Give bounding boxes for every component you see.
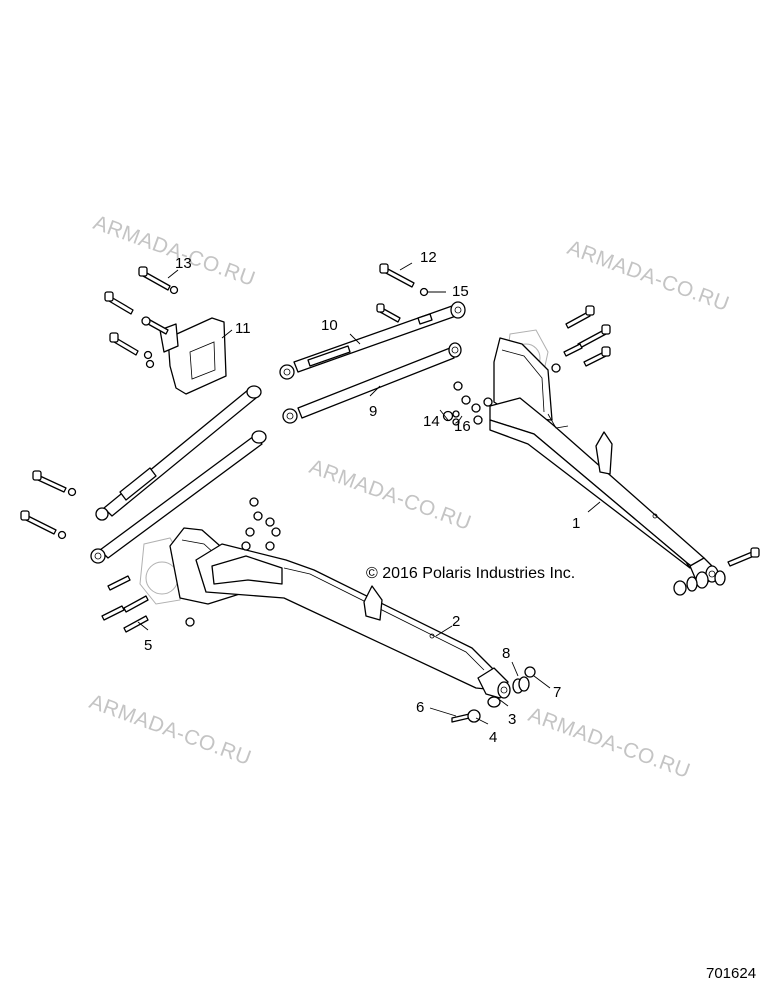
callout-8: 8 xyxy=(502,645,510,662)
callout-9: 9 xyxy=(369,403,377,420)
copyright-notice: © 2016 Polaris Industries Inc. xyxy=(366,565,575,582)
trailing-arm-1 xyxy=(442,305,760,596)
document-number: 701624 xyxy=(706,965,756,982)
leader-lines xyxy=(137,262,601,725)
link-rod-10 xyxy=(279,301,466,380)
callout-7: 7 xyxy=(553,684,561,701)
callout-11: 11 xyxy=(235,320,251,337)
upper-bolt-12 xyxy=(376,263,429,323)
long-rods xyxy=(20,385,267,564)
callout-15: 15 xyxy=(452,283,469,300)
watermark-bottom-left: ARMADA-CO.RU xyxy=(86,690,254,770)
callout-3: 3 xyxy=(508,711,516,728)
watermark-top-right: ARMADA-CO.RU xyxy=(564,236,732,316)
callout-2: 2 xyxy=(452,613,460,630)
watermark-bottom-right: ARMADA-CO.RU xyxy=(525,703,693,783)
callout-5: 5 xyxy=(144,637,152,654)
watermark-middle: ARMADA-CO.RU xyxy=(306,455,474,535)
bracket-assembly xyxy=(104,266,227,395)
callout-16: 16 xyxy=(454,418,471,435)
callout-4: 4 xyxy=(489,729,497,746)
callout-10: 10 xyxy=(321,317,338,334)
callout-14: 14 xyxy=(423,413,440,430)
callout-13: 13 xyxy=(175,255,192,272)
callout-6: 6 xyxy=(416,699,424,716)
callouts: 1 2 3 4 5 6 7 8 9 10 11 12 13 14 15 16 xyxy=(144,249,580,746)
trailing-arm-2 xyxy=(101,497,536,723)
link-rod-9 xyxy=(282,342,462,424)
watermark-top-left: ARMADA-CO.RU xyxy=(90,211,258,291)
callout-1: 1 xyxy=(572,515,580,532)
callout-12: 12 xyxy=(420,249,437,266)
